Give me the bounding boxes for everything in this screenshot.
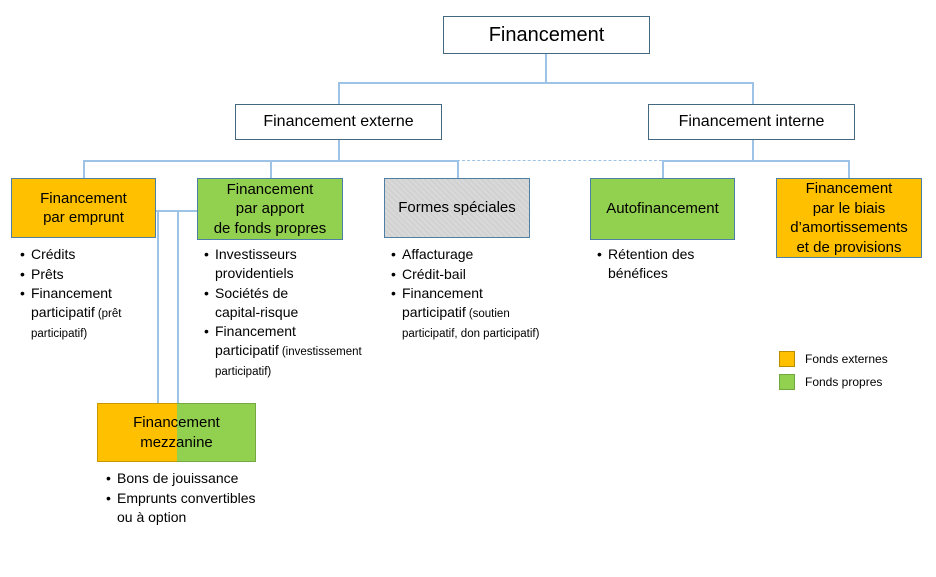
connector-interne-stem — [752, 140, 754, 160]
mezzanine-green-half — [176, 403, 256, 462]
bullet-text: Financement participatif — [31, 285, 112, 321]
list-emprunt: • Crédits • Prêts • Financement particip… — [20, 245, 162, 343]
bullet-text: Bons de jouissance — [117, 470, 239, 486]
bullet-text: Sociétés de capital-risque — [215, 284, 299, 320]
bullet-item: • Crédits — [20, 245, 162, 265]
connector-externe-drop — [338, 82, 340, 104]
legend-label: Fonds externes — [805, 352, 888, 366]
connector-mezzanine-drop-right — [177, 210, 179, 403]
bullet-item: • Investisseurs providentiels — [204, 245, 336, 284]
list-mezzanine: • Bons de jouissance • Emprunts converti… — [106, 469, 256, 527]
bullet-dot: • — [391, 246, 396, 262]
node-formes-speciales: Formes spéciales — [384, 178, 530, 238]
bullet-dot: • — [20, 265, 25, 282]
bullet-item: • Rétention des bénéfices — [597, 245, 737, 284]
connector-externe-stem — [338, 140, 340, 160]
node-financement-externe: Financement externe — [235, 104, 442, 140]
legend-swatch-green — [779, 374, 795, 390]
connector-speciales-drop — [457, 160, 459, 178]
connector-root-bar — [338, 82, 752, 84]
list-speciales: • Affacturage • Crédit-bail • Financemen… — [391, 245, 541, 343]
bullet-text: Emprunts convertibles ou à option — [117, 489, 256, 525]
bullet-subtext: (investissement participatif) — [215, 346, 362, 378]
legend-item-fonds-propres: Fonds propres — [779, 374, 888, 390]
bullet-subtext: (soutien participatif, don participatif) — [402, 308, 540, 340]
connector-interne-drop — [752, 82, 754, 104]
bullet-dot: • — [597, 246, 602, 262]
list-apport: • Investisseurs providentiels • Sociétés… — [204, 245, 362, 381]
node-financement: Financement — [443, 16, 650, 54]
bullet-dot: • — [204, 284, 209, 301]
list-autofinancement: • Rétention des bénéfices — [597, 245, 737, 284]
bullet-subtext: (prêt participatif) — [31, 308, 122, 340]
bullet-text: Crédit-bail — [402, 265, 466, 282]
legend-swatch-orange — [779, 351, 795, 367]
node-autofinancement: Autofinancement — [590, 178, 735, 240]
legend-item-fonds-externes: Fonds externes — [779, 351, 888, 367]
connector-root-stem — [545, 54, 547, 82]
node-financement-amortissements: Financement par le biais d’amortissement… — [776, 178, 922, 258]
bullet-item: • Affacturage — [391, 245, 541, 265]
bullet-item: • Crédit-bail — [391, 265, 541, 285]
connector-mezzanine-drop-left — [157, 210, 159, 403]
mezzanine-label: Financement mezzanine — [133, 414, 220, 451]
bullet-item: • Financement participatif(prêt particip… — [20, 284, 162, 342]
bullet-dot: • — [106, 489, 111, 506]
mezzanine-orange-half — [97, 403, 177, 462]
node-financement-par-emprunt: Financement par emprunt — [11, 178, 156, 238]
node-financement-mezzanine: Financement mezzanine — [97, 403, 256, 462]
bullet-item: • Financement participatif(investissemen… — [204, 322, 362, 380]
connector-dashed-link — [457, 160, 662, 161]
bullet-text: Financement participatif — [215, 323, 296, 359]
legend-label: Fonds propres — [805, 375, 883, 389]
bullet-item: • Emprunts convertibles ou à option — [106, 489, 256, 528]
bullet-dot: • — [20, 285, 25, 302]
bullet-dot: • — [391, 285, 396, 302]
connector-auto-drop — [662, 160, 664, 178]
connector-emprunt-drop — [83, 160, 85, 178]
connector-amort-drop — [848, 160, 850, 178]
bullet-dot: • — [204, 323, 209, 340]
bullet-item: • Bons de jouissance — [106, 469, 256, 489]
node-financement-interne: Financement interne — [648, 104, 855, 140]
bullet-text: Financement participatif — [402, 285, 483, 321]
bullet-item: • Sociétés de capital-risque — [204, 284, 336, 323]
bullet-dot: • — [20, 246, 25, 262]
legend: Fonds externes Fonds propres — [779, 351, 888, 390]
connector-apport-drop — [270, 160, 272, 178]
node-financement-par-apport: Financement par apport de fonds propres — [197, 178, 343, 240]
bullet-item: • Financement participatif(soutien parti… — [391, 284, 541, 342]
bullet-text: Rétention des bénéfices — [608, 246, 695, 282]
bullet-dot: • — [204, 246, 209, 262]
bullet-text: Crédits — [31, 246, 76, 262]
bullet-dot: • — [391, 265, 396, 282]
bullet-text: Prêts — [31, 265, 64, 282]
bullet-text: Investisseurs providentiels — [215, 246, 297, 282]
connector-mezzanine-bar — [156, 210, 197, 212]
bullet-dot: • — [106, 470, 111, 486]
connector-interne-bar — [662, 160, 848, 162]
bullet-item: • Prêts — [20, 265, 162, 285]
bullet-text: Affacturage — [402, 246, 474, 262]
